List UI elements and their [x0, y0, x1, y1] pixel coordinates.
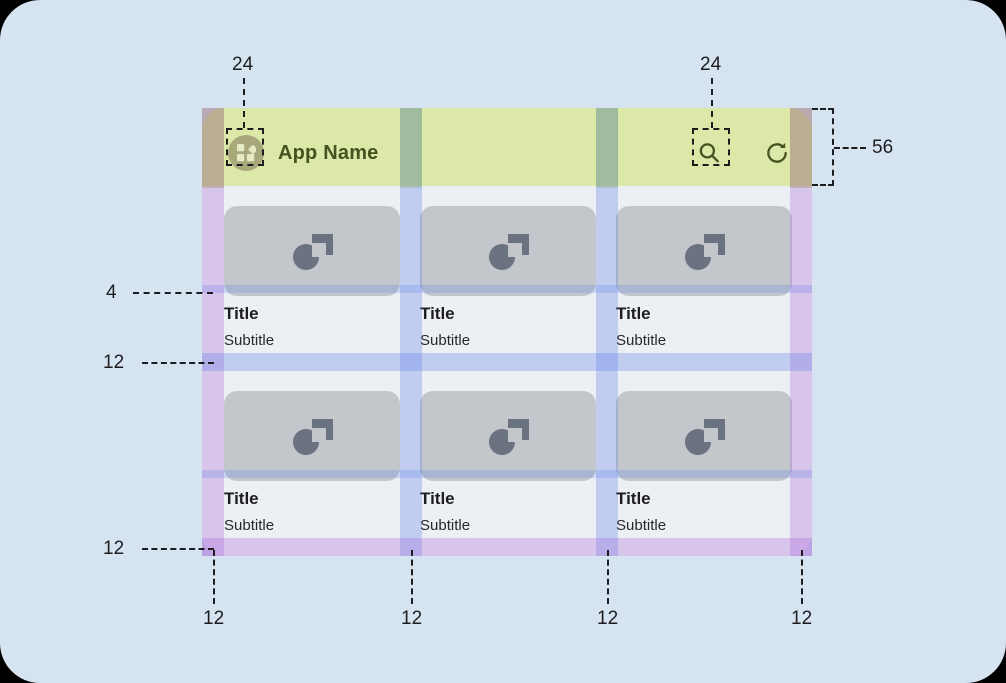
card-media [224, 206, 400, 296]
annotation-col-left-margin: 12 [203, 608, 225, 629]
leader-media-title-gap [133, 292, 213, 294]
card-title: Title [420, 489, 455, 508]
card-subtitle: Subtitle [420, 517, 471, 534]
leader-bar-height [834, 147, 866, 149]
image-placeholder-icon [489, 419, 529, 455]
image-placeholder-icon [293, 234, 333, 270]
card-subtitle: Subtitle [420, 332, 471, 349]
refresh-glyph [767, 142, 787, 163]
card-media [224, 391, 400, 481]
card-title: Title [616, 489, 651, 508]
leader-icon-size-right [711, 78, 713, 128]
annotation-col-right-margin: 12 [791, 608, 813, 629]
app-bar: App Name [202, 108, 812, 186]
annotation-row-gutter: 12 [103, 352, 125, 373]
leader-col-gutter-1 [411, 550, 413, 604]
measure-box-app-logo [226, 128, 264, 166]
card-subtitle: Subtitle [616, 517, 667, 534]
annotation-col-gutter-1: 12 [401, 608, 423, 629]
leader-bottom-margin [142, 548, 214, 550]
card-media [616, 206, 792, 296]
card-title: Title [616, 304, 651, 323]
image-placeholder-icon [489, 234, 529, 270]
leader-col-gutter-2 [607, 550, 609, 604]
annotation-bar-height: 56 [872, 137, 894, 158]
annotation-bottom-margin: 12 [103, 538, 125, 559]
app-logo-glyph [237, 144, 256, 162]
card-title: Title [224, 489, 259, 508]
card-subtitle: Subtitle [616, 332, 667, 349]
card-title: Title [224, 304, 259, 323]
annotation-col-gutter-2: 12 [597, 608, 619, 629]
search-glyph [699, 143, 719, 163]
leader-row-gutter [142, 362, 214, 364]
leader-col-left-margin [213, 550, 215, 604]
measure-bracket-bar-height [812, 108, 834, 186]
card-media [616, 391, 792, 481]
image-placeholder-icon [293, 419, 333, 455]
card-title: Title [420, 304, 455, 323]
leader-col-right-margin [801, 550, 803, 604]
annotation-icon-size-left: 24 [232, 54, 254, 75]
card-media [420, 206, 596, 296]
card-subtitle: Subtitle [224, 332, 275, 349]
app-title: App Name [278, 142, 379, 164]
search-icon[interactable] [692, 136, 726, 170]
image-placeholder-icon [685, 419, 725, 455]
leader-icon-size-left [243, 78, 245, 128]
refresh-icon[interactable] [760, 136, 794, 170]
annotation-media-title-gap: 4 [106, 282, 117, 303]
measure-box-search-icon [692, 128, 730, 166]
image-placeholder-icon [685, 234, 725, 270]
card-media [420, 391, 596, 481]
annotation-icon-size-right: 24 [700, 54, 722, 75]
card-subtitle: Subtitle [224, 517, 275, 534]
